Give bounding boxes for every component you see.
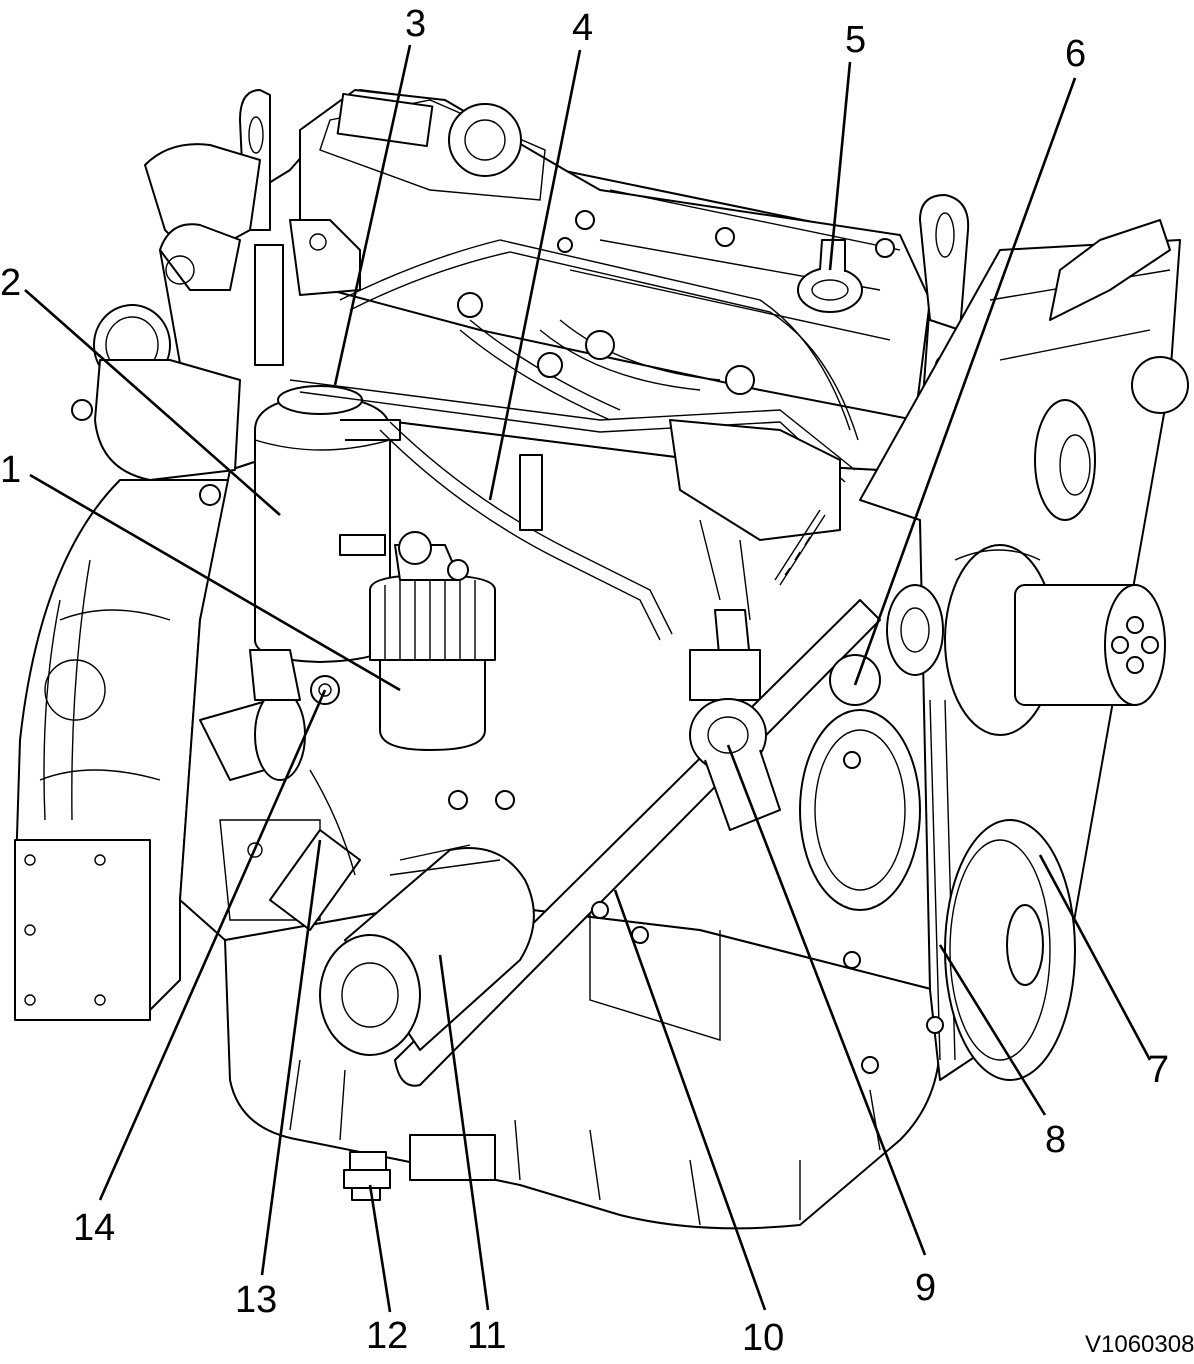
crankshaft-pulley: [944, 819, 1076, 1081]
leader-8: [938, 944, 1047, 1116]
callout-13: 13: [235, 1279, 277, 1321]
leader-7: [1038, 854, 1152, 1061]
leader-12: [368, 1184, 392, 1313]
fuel-prefilter: [254, 385, 401, 663]
leader-13: [260, 839, 322, 1276]
oil-filler-cap-top: [448, 103, 522, 177]
callout-4: 4: [572, 7, 593, 49]
engine-illustration: [14, 89, 1189, 1230]
callout-12: 12: [366, 1315, 408, 1357]
leader-10: [613, 889, 767, 1311]
callout-10: 10: [742, 1317, 784, 1359]
drain-plug: [343, 1151, 391, 1201]
callout-7: 7: [1148, 1049, 1169, 1091]
leader-11: [438, 954, 490, 1311]
callout-labels: 1 2 3 4 5 6 7 8 9 10 11 12 13 14: [0, 3, 1169, 1359]
leader-1: [29, 473, 401, 692]
callout-6: 6: [1065, 33, 1086, 75]
leader-14: [98, 689, 327, 1201]
leader-6: [853, 77, 1077, 686]
callout-8: 8: [1045, 1119, 1066, 1161]
leader-3: [333, 44, 412, 386]
callout-11: 11: [467, 1315, 506, 1357]
callout-1: 1: [0, 449, 21, 491]
injection-pump: [669, 419, 841, 541]
callout-9: 9: [915, 1267, 936, 1309]
callout-14: 14: [73, 1207, 115, 1249]
fan-hub: [944, 544, 1166, 736]
oil-filter: [319, 844, 535, 1056]
callout-5: 5: [845, 19, 866, 61]
leader-9: [726, 744, 927, 1256]
leader-lines: [24, 44, 1152, 1313]
fuel-filter: [369, 531, 496, 751]
leader-2: [24, 289, 281, 516]
leader-4: [488, 49, 582, 501]
leader-5: [828, 61, 852, 271]
callout-2: 2: [0, 262, 21, 304]
callout-3: 3: [405, 3, 426, 45]
oil-filler-neck: [689, 698, 781, 831]
reference-code: V1060308: [1085, 1331, 1194, 1358]
alternator: [799, 584, 944, 911]
